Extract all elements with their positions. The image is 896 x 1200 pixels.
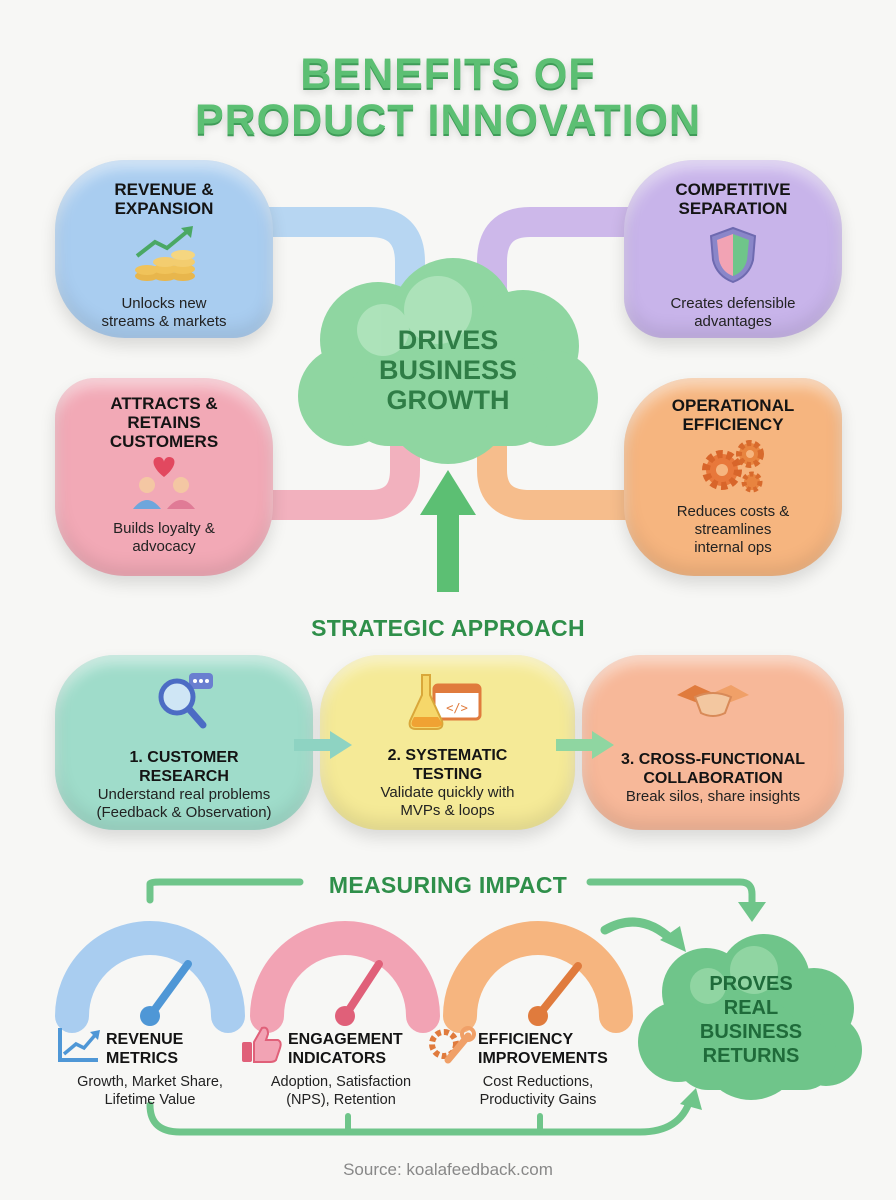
- metric-text: Cost Reductions,: [482, 1074, 594, 1090]
- magnifier-chat-icon: [158, 673, 213, 729]
- step-title: 1. CUSTOMER: [129, 749, 239, 766]
- step-customer-research: 1. CUSTOMER RESEARCH Understand real pro…: [55, 655, 313, 830]
- benefit-text: streamlines: [694, 521, 772, 538]
- benefit-text: streams & markets: [101, 313, 227, 330]
- benefit-text: internal ops: [694, 539, 772, 556]
- step-text: Break silos, share insights: [625, 788, 801, 805]
- metric-title: METRICS: [106, 1050, 178, 1067]
- metric-revenue-title: REVENUE METRICS: [106, 1030, 183, 1068]
- benefit-title: OPERATIONAL: [671, 396, 795, 415]
- wrench-gear-icon: [429, 1026, 476, 1064]
- handshake-icon: [677, 685, 749, 717]
- measuring-impact-title: MEASURING IMPACT: [328, 872, 568, 898]
- benefit-title: ATTRACTS &: [110, 394, 218, 413]
- revenue-gauge: [55, 921, 245, 1033]
- metric-title: INDICATORS: [288, 1050, 387, 1067]
- benefit-title: CUSTOMERS: [109, 432, 219, 451]
- result-cloud-label: PROVES REAL BUSINESS RETURNS: [656, 972, 846, 1068]
- measuring-connector-lines: [146, 878, 766, 1136]
- benefit-text: Builds loyalty &: [113, 520, 215, 537]
- metric-text: Lifetime Value: [104, 1092, 196, 1108]
- center-cloud-shape: [298, 258, 598, 464]
- cloud-line: DRIVES: [397, 325, 499, 355]
- efficiency-gauge: [443, 921, 633, 1033]
- people-heart-icon: [133, 457, 195, 509]
- page-title-line2: PRODUCT INNOVATION: [194, 96, 702, 144]
- benefit-title: REVENUE &: [114, 180, 214, 199]
- step-cross-functional-collaboration: 3. CROSS-FUNCTIONAL COLLABORATION Break …: [582, 655, 844, 830]
- engagement-gauge: [250, 921, 440, 1033]
- benefit-text: advocacy: [132, 538, 196, 555]
- result-cloud-shape: [638, 934, 862, 1100]
- cloud-line: RETURNS: [702, 1045, 800, 1067]
- step-text: (Feedback & Observation): [96, 804, 272, 821]
- metric-text: Adoption, Satisfaction: [270, 1074, 412, 1090]
- chart-icon: [58, 1028, 100, 1062]
- thumbs-up-icon: [242, 1026, 282, 1063]
- cloud-line: PROVES: [709, 973, 793, 995]
- step-text: MVPs & loops: [400, 802, 495, 819]
- step-title: RESEARCH: [139, 768, 229, 785]
- cloud-line: BUSINESS: [699, 1021, 803, 1043]
- step-title: TESTING: [412, 766, 483, 783]
- metric-efficiency-title: EFFICIENCY IMPROVEMENTS: [478, 1030, 608, 1068]
- benefit-text: advantages: [694, 313, 772, 330]
- growth-coins-icon: [135, 226, 195, 281]
- benefit-text: Unlocks new: [121, 295, 207, 312]
- metric-text: Growth, Market Share,: [77, 1074, 223, 1090]
- step-text: Validate quickly with: [380, 784, 515, 801]
- arrow-right-icon: [294, 731, 352, 759]
- metric-title: IMPROVEMENTS: [478, 1050, 608, 1067]
- step-systematic-testing: </> 2. SYSTEMATIC TESTING Validate quick…: [320, 655, 575, 830]
- step-title: 2. SYSTEMATIC: [387, 747, 508, 764]
- metric-title: ENGAGEMENT: [288, 1031, 403, 1048]
- benefit-title: SEPARATION: [678, 199, 788, 218]
- cloud-line: GROWTH: [386, 385, 510, 415]
- benefit-title: EXPANSION: [114, 199, 214, 218]
- benefit-title: EFFICIENCY: [682, 415, 784, 434]
- svg-text:</>: </>: [446, 701, 468, 715]
- cloud-line: REAL: [723, 997, 779, 1019]
- metric-text: Productivity Gains: [479, 1092, 597, 1108]
- metric-engagement-text: Adoption, Satisfaction (NPS), Retention: [246, 1073, 436, 1109]
- benefit-attracts-retains-customers: ATTRACTS & RETAINS CUSTOMERS Builds loya…: [55, 378, 273, 576]
- step-title: COLLABORATION: [643, 770, 783, 787]
- benefit-text: Reduces costs &: [676, 503, 790, 520]
- cloud-line: BUSINESS: [378, 355, 518, 385]
- benefit-title: COMPETITIVE: [675, 180, 791, 199]
- gears-icon: [702, 440, 764, 493]
- center-cloud-label: DRIVES BUSINESS GROWTH: [320, 325, 576, 415]
- metric-revenue-text: Growth, Market Share, Lifetime Value: [55, 1073, 245, 1109]
- metric-text: (NPS), Retention: [286, 1092, 396, 1108]
- strategic-approach-title: STRATEGIC APPROACH: [311, 615, 585, 641]
- arrow-right-icon: [556, 731, 614, 759]
- metric-title: EFFICIENCY: [478, 1031, 574, 1048]
- connector-pipes: [240, 207, 655, 592]
- benefit-competitive-separation: COMPETITIVE SEPARATION Creates defensibl…: [624, 160, 842, 338]
- metric-engagement-title: ENGAGEMENT INDICATORS: [288, 1030, 403, 1068]
- benefit-title: RETAINS: [127, 413, 201, 432]
- source-credit: Source: koalafeedback.com: [343, 1160, 553, 1179]
- benefit-revenue-expansion: REVENUE & EXPANSION Unlocks new streams …: [55, 160, 273, 338]
- step-text: Understand real problems: [97, 786, 271, 803]
- benefit-operational-efficiency: OPERATIONAL EFFICIENCY Reduces costs & s…: [624, 378, 842, 576]
- shield-icon: [709, 226, 757, 284]
- page-title-line1: BENEFITS OF: [300, 50, 596, 98]
- metric-efficiency-text: Cost Reductions, Productivity Gains: [443, 1073, 633, 1109]
- flask-code-icon: </>: [408, 674, 481, 730]
- benefit-text: Creates defensible: [670, 295, 796, 312]
- metric-title: REVENUE: [106, 1031, 184, 1048]
- step-title: 3. CROSS-FUNCTIONAL: [621, 751, 805, 768]
